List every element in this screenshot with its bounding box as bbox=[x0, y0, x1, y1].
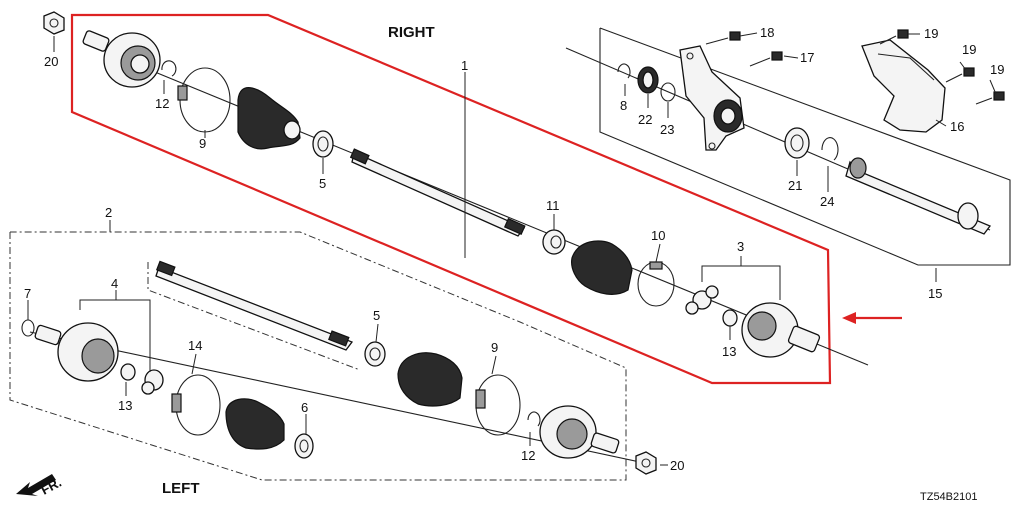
callout-5-left: 5 bbox=[373, 308, 380, 323]
title-right: RIGHT bbox=[388, 24, 435, 41]
callout-1: 1 bbox=[461, 58, 468, 73]
left-circlip-12 bbox=[527, 411, 541, 427]
left-outboard-cv-joint bbox=[539, 405, 620, 459]
callout-18: 18 bbox=[760, 25, 774, 40]
callout-17: 17 bbox=[800, 50, 814, 65]
callout-8: 8 bbox=[620, 98, 627, 113]
callout-15: 15 bbox=[928, 286, 942, 301]
callout-24: 24 bbox=[820, 194, 834, 209]
intermediate-group-outline bbox=[599, 27, 1011, 266]
callout-7: 7 bbox=[24, 286, 31, 301]
left-boot-band-5 bbox=[364, 341, 386, 367]
right-boot-band-5 bbox=[312, 130, 334, 158]
left-axis-line bbox=[29, 331, 641, 463]
bearing-21 bbox=[784, 127, 810, 159]
top-nut-20 bbox=[43, 11, 65, 35]
bolt-18 bbox=[705, 31, 741, 45]
intermediate-seal-22 bbox=[637, 66, 659, 94]
right-boot-band-10 bbox=[637, 261, 675, 307]
left-nut-20 bbox=[635, 451, 657, 475]
right-outboard-cv-joint bbox=[82, 30, 161, 88]
left-outboard-boot bbox=[397, 352, 463, 407]
right-inboard-joint-housing bbox=[741, 302, 821, 358]
left-half-shaft bbox=[155, 260, 354, 351]
left-boot-band-14 bbox=[171, 374, 221, 436]
callout-11: 11 bbox=[546, 198, 560, 213]
left-boot-band-6 bbox=[294, 433, 314, 459]
front-direction-arrow-icon bbox=[16, 474, 56, 496]
callout-12-left: 12 bbox=[521, 448, 535, 463]
left-inboard-boot bbox=[225, 398, 285, 450]
intermediate-circlip-8 bbox=[617, 63, 631, 79]
left-inboard-joint-4 bbox=[34, 322, 164, 395]
bolt-19-mid bbox=[945, 67, 975, 83]
callout-13-right: 13 bbox=[722, 344, 736, 359]
callout-23: 23 bbox=[660, 122, 674, 137]
bolt-19-top bbox=[879, 29, 909, 45]
left-circlip-13 bbox=[120, 363, 136, 381]
red-pointer-arrow bbox=[842, 312, 902, 324]
callout-19-top: 19 bbox=[924, 26, 938, 41]
circlip-24 bbox=[821, 137, 839, 161]
right-driveshaft-highlight-outline bbox=[70, 13, 832, 385]
callout-19-mid: 19 bbox=[962, 42, 976, 57]
heat-shield-16 bbox=[861, 39, 946, 133]
left-assembly-outline bbox=[9, 231, 627, 481]
callout-20-top: 20 bbox=[44, 54, 58, 69]
left-boot-band-9 bbox=[475, 374, 521, 436]
intermediate-circlip-23 bbox=[660, 82, 676, 102]
front-label: FR. bbox=[38, 475, 64, 498]
callout-10: 10 bbox=[651, 228, 665, 243]
callout-9-left: 9 bbox=[491, 340, 498, 355]
intermediate-shaft-15 bbox=[845, 157, 992, 235]
right-half-shaft bbox=[349, 148, 526, 237]
callout-2: 2 bbox=[105, 205, 112, 220]
diagram-code: TZ54B2101 bbox=[920, 491, 977, 503]
callout-14: 14 bbox=[188, 338, 202, 353]
bolt-19-low bbox=[975, 91, 1005, 105]
callout-22: 22 bbox=[638, 112, 652, 127]
right-spider-assembly-3 bbox=[685, 285, 738, 327]
callout-5-right: 5 bbox=[319, 176, 326, 191]
callout-20-left: 20 bbox=[670, 458, 684, 473]
callout-13-left: 13 bbox=[118, 398, 132, 413]
left-circlip-7 bbox=[21, 319, 35, 337]
callout-16: 16 bbox=[950, 119, 964, 134]
bearing-support-bracket bbox=[679, 45, 745, 151]
callout-6: 6 bbox=[301, 400, 308, 415]
callout-21: 21 bbox=[788, 178, 802, 193]
callout-4: 4 bbox=[111, 276, 118, 291]
right-boot-band-11 bbox=[542, 229, 566, 255]
callout-19-low: 19 bbox=[990, 62, 1004, 77]
callout-9-right: 9 bbox=[199, 136, 206, 151]
right-outboard-boot bbox=[237, 87, 301, 150]
callout-12-right: 12 bbox=[155, 96, 169, 111]
leader-lines bbox=[27, 32, 997, 466]
title-left: LEFT bbox=[162, 480, 200, 497]
right-circlip-12 bbox=[161, 60, 177, 77]
right-inboard-boot bbox=[571, 240, 633, 295]
bolt-17 bbox=[749, 51, 783, 67]
callout-3: 3 bbox=[737, 239, 744, 254]
